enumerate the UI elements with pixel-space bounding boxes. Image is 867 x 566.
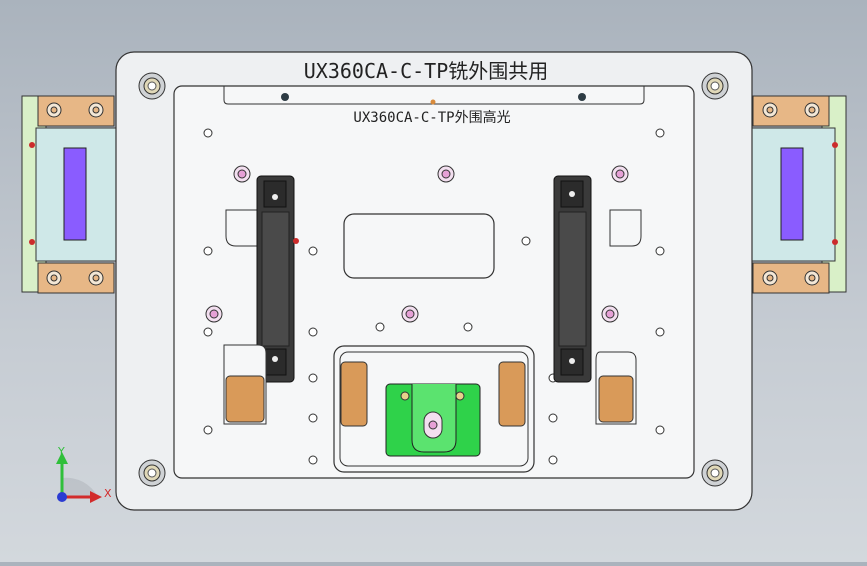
green-press-block — [385, 383, 481, 457]
right-clamps — [752, 95, 830, 294]
engraved-subtitle: UX360CA-C-TP外围高光 — [353, 109, 510, 126]
left-purple-pad — [63, 147, 87, 241]
right-rail-pin-bottom — [832, 239, 838, 245]
y-axis-label: Y — [57, 445, 65, 458]
left-lower-pocket — [223, 344, 267, 425]
right-purple-pad — [780, 147, 804, 241]
recess-copper-left — [340, 361, 368, 427]
engraved-title: UX360CA-C-TP铣外围共用 — [304, 59, 549, 83]
pink-pins — [205, 165, 629, 323]
right-clamp-bar — [553, 175, 592, 383]
right-lower-pocket — [595, 351, 637, 425]
left-cutout — [225, 209, 259, 247]
recess-copper-right — [498, 361, 526, 427]
left-clamps — [37, 95, 115, 294]
locating-holes — [203, 128, 665, 465]
right-rail-pin-top — [832, 142, 838, 148]
top-pin-center — [430, 99, 436, 105]
left-rail-pin-bottom — [29, 239, 35, 245]
x-axis-label: X — [104, 487, 112, 500]
center-window — [343, 213, 495, 279]
corner-screws — [138, 72, 729, 487]
left-clamp-bar — [256, 175, 299, 383]
right-cutout — [609, 209, 642, 247]
top-pin-right — [578, 93, 586, 101]
left-rail-pin-top — [29, 142, 35, 148]
top-pin-left — [281, 93, 289, 101]
coordinate-triad: Y X — [56, 445, 112, 503]
